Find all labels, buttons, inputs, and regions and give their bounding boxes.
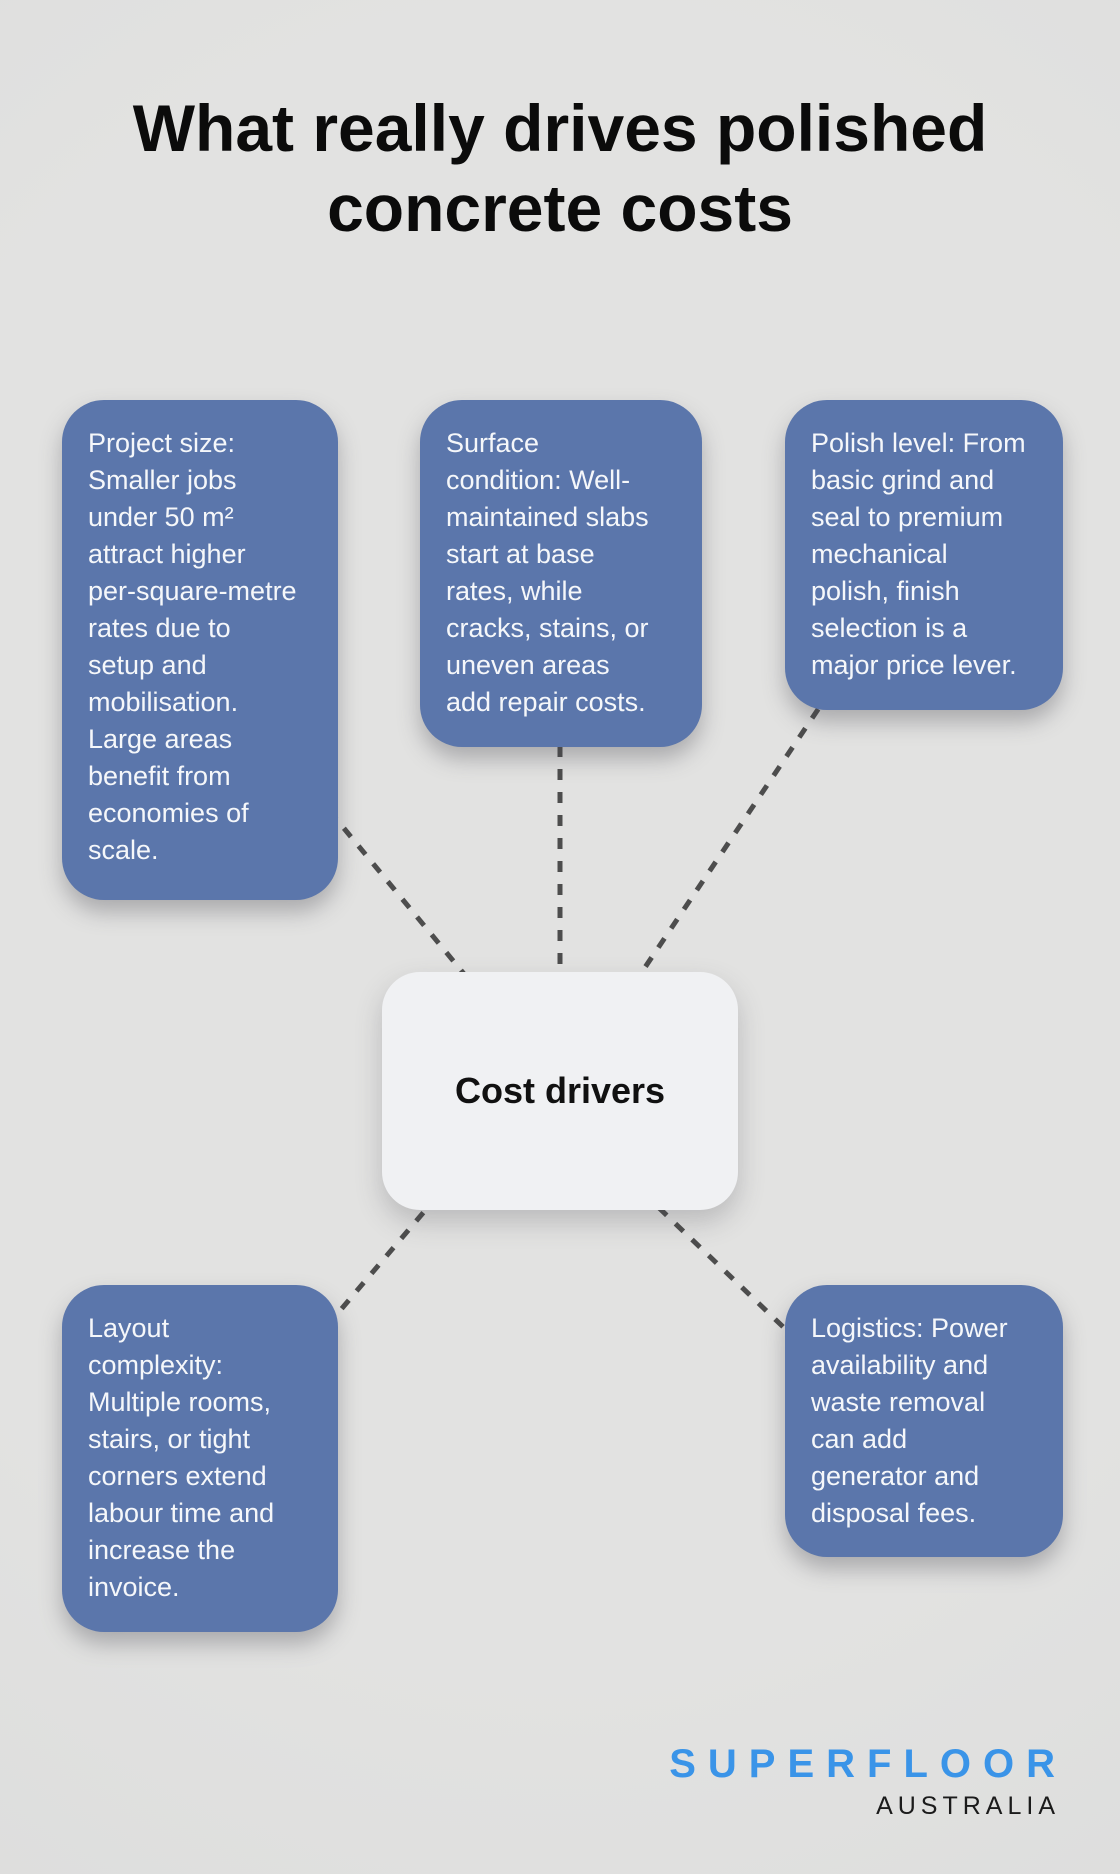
node-surface-condition: Surface condition: Well- maintained slab… [420, 400, 702, 747]
center-node: Cost drivers [382, 972, 738, 1210]
node-polish-level: Polish level: From basic grind and seal … [785, 400, 1063, 710]
node-logistics-text: Logistics: Power availability and waste … [811, 1313, 1008, 1528]
node-logistics: Logistics: Power availability and waste … [785, 1285, 1063, 1557]
node-project-size: Project size: Smaller jobs under 50 m² a… [62, 400, 338, 900]
node-surface-condition-text: Surface condition: Well- maintained slab… [446, 428, 649, 717]
node-polish-level-text: Polish level: From basic grind and seal … [811, 428, 1026, 680]
node-layout-complexity: Layout complexity: Multiple rooms, stair… [62, 1285, 338, 1632]
center-node-label: Cost drivers [454, 1070, 666, 1111]
logo-brand: SUPERFLOOR [669, 1742, 1067, 1786]
logo: SUPERFLOOR AUSTRALIA [669, 1742, 1055, 1821]
node-project-size-text: Project size: Smaller jobs under 50 m² a… [88, 428, 297, 865]
node-layout-complexity-text: Layout complexity: Multiple rooms, stair… [88, 1313, 275, 1602]
page-title: What really drives polished concrete cos… [132, 91, 988, 245]
logo-region: AUSTRALIA [876, 1792, 1060, 1820]
